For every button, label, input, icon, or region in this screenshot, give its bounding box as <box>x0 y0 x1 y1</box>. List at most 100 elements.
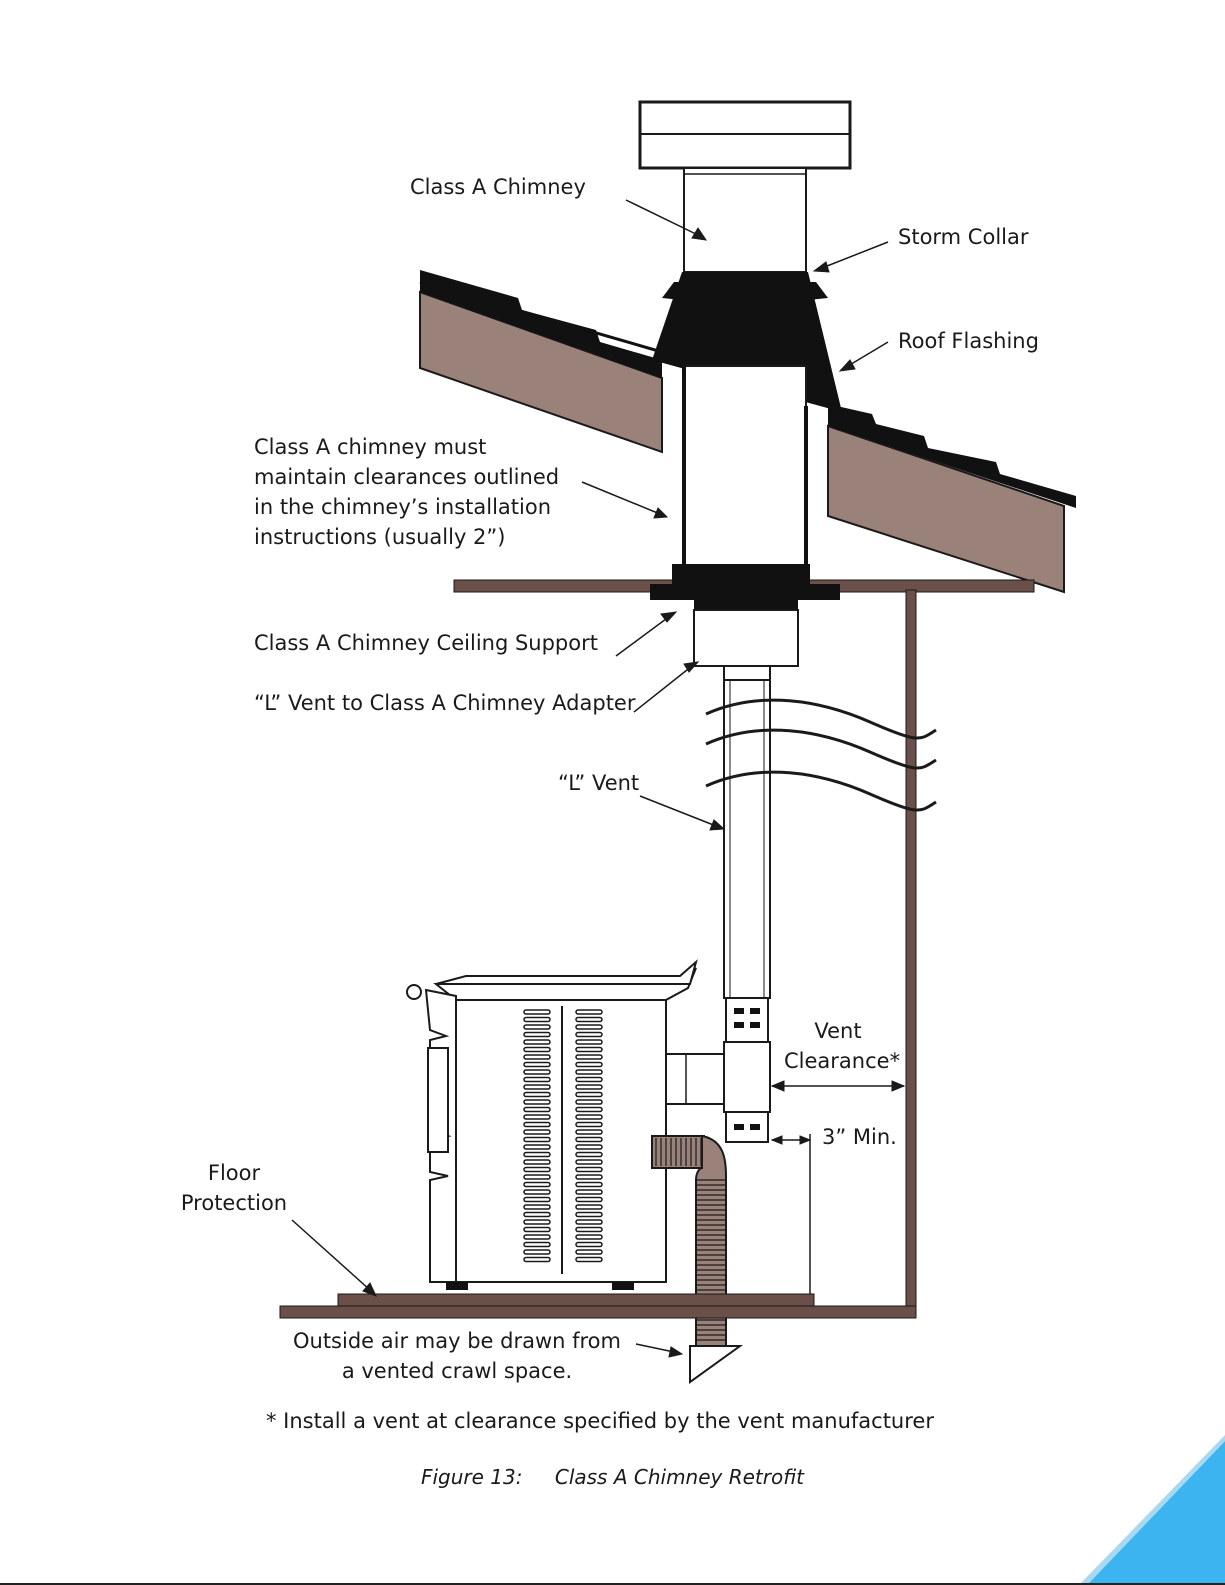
vent-clearance-line-1: Vent <box>814 1019 862 1043</box>
stove-louver <box>523 1256 551 1263</box>
stove-louver <box>575 1136 603 1143</box>
stove-louver <box>523 1174 551 1180</box>
stove-louver <box>575 1076 603 1083</box>
roof-left <box>419 270 663 454</box>
stove-louver <box>523 1129 551 1135</box>
stove-louver <box>575 1099 603 1105</box>
stove-louver <box>575 1249 603 1255</box>
stove-louver <box>575 1211 603 1218</box>
stove-louver <box>575 1151 603 1158</box>
label-outside-air: Outside air may be drawn from a vented c… <box>282 1326 632 1386</box>
vent-tee <box>665 997 771 1143</box>
stove-louver <box>575 1091 603 1098</box>
stove-louver <box>575 1234 603 1240</box>
label-class-a-chimney: Class A Chimney <box>410 175 586 199</box>
stove-louver <box>523 1016 551 1023</box>
stove-louver <box>523 1166 551 1173</box>
roof-right <box>827 404 1076 594</box>
stove-louver <box>523 1099 551 1105</box>
stove-louver <box>575 1031 603 1038</box>
floor-protection-line-2: Protection <box>180 1191 288 1215</box>
stove-louver <box>575 1189 603 1195</box>
class-a-chimney-pipe <box>683 167 807 273</box>
outside-air-line-2: a vented crawl space. <box>341 1359 573 1383</box>
class-a-chimney-attic <box>682 365 808 567</box>
stove-louver <box>575 1016 603 1023</box>
stove-louver <box>575 1196 603 1203</box>
outside-air-line-1: Outside air may be drawn from <box>292 1329 621 1353</box>
stove-louver <box>523 1106 551 1113</box>
figure-number: Figure 13: <box>420 1465 523 1489</box>
stove-louver <box>523 1241 551 1248</box>
label-adapter: “L” Vent to Class A Chimney Adapter <box>254 691 636 715</box>
roof-right-shingles <box>828 404 1076 508</box>
stove-louver <box>575 1046 603 1053</box>
ceiling-support <box>650 564 840 610</box>
stove-louver <box>575 1159 603 1165</box>
stove-louver <box>575 1129 603 1135</box>
clearance-note-line-1: Class A chimney must <box>254 435 487 459</box>
stove-louver <box>523 1114 551 1120</box>
stove-louver <box>523 1039 551 1045</box>
outside-air-inlet <box>689 1345 744 1384</box>
corner-accent <box>1079 1435 1225 1585</box>
stove-louver <box>523 1189 551 1195</box>
label-floor-protection: Floor Protection <box>176 1158 292 1218</box>
l-vent-adapter <box>693 609 799 667</box>
clearance-dimensions <box>770 1080 906 1294</box>
stove-louver <box>523 1069 551 1075</box>
vent-clearance-line-2: Clearance* <box>784 1049 901 1073</box>
stove-louver <box>575 1241 603 1248</box>
label-storm-collar: Storm Collar <box>898 225 1029 249</box>
label-footnote: * Install a vent at clearance specified … <box>266 1409 934 1433</box>
stove-louver <box>523 1024 551 1030</box>
roof-left-decking <box>419 290 663 454</box>
floor <box>279 1293 917 1319</box>
stove-louver <box>523 1136 551 1143</box>
stove-louver <box>523 1061 551 1068</box>
stove-louver <box>575 1009 603 1015</box>
stove-louver <box>523 1211 551 1218</box>
stove-louver <box>523 1144 551 1150</box>
stove-louver <box>523 1091 551 1098</box>
stove-louver <box>523 1121 551 1128</box>
stove-louver <box>575 1054 603 1060</box>
stove-louver <box>575 1256 603 1263</box>
stove-louver <box>575 1144 603 1150</box>
clearance-note-line-4: instructions (usually 2”) <box>254 525 506 549</box>
stove-louver <box>523 1249 551 1255</box>
stove-louver <box>523 1219 551 1225</box>
label-ceiling-support: Class A Chimney Ceiling Support <box>254 631 598 655</box>
stove-louver <box>575 1106 603 1113</box>
stove-louver <box>575 1166 603 1173</box>
storm-collar <box>662 282 682 300</box>
label-vent-clearance: Vent Clearance* <box>784 1016 901 1076</box>
floor-protection-line-1: Floor <box>207 1161 261 1185</box>
stove-louver <box>523 1181 551 1188</box>
stove-louver <box>523 1196 551 1203</box>
l-vent-pipe <box>723 665 771 999</box>
stove-louver <box>523 1151 551 1158</box>
stove-louver <box>575 1069 603 1075</box>
stove-louver <box>575 1084 603 1090</box>
roof-left-shingles <box>420 270 662 378</box>
pellet-stove <box>406 959 698 1290</box>
stove-louver <box>523 1234 551 1240</box>
label-l-vent: “L” Vent <box>558 771 640 795</box>
stove-louver <box>523 1046 551 1053</box>
stove-louver <box>575 1174 603 1180</box>
leader-arrows <box>291 199 889 1358</box>
stove-louver <box>575 1121 603 1128</box>
stove-louver <box>523 1084 551 1090</box>
label-roof-flashing: Roof Flashing <box>898 329 1039 353</box>
stove-louver <box>523 1076 551 1083</box>
stove-louver <box>523 1054 551 1060</box>
stove-louver <box>523 1204 551 1210</box>
stove-louver <box>575 1024 603 1030</box>
stove-louver <box>575 1219 603 1225</box>
label-three-inch-min: 3” Min. <box>822 1125 897 1149</box>
roof-right-decking <box>827 424 1065 594</box>
figure-caption: Figure 13: Class A Chimney Retrofit <box>0 1465 1225 1489</box>
figure-title: Class A Chimney Retrofit <box>554 1465 804 1489</box>
